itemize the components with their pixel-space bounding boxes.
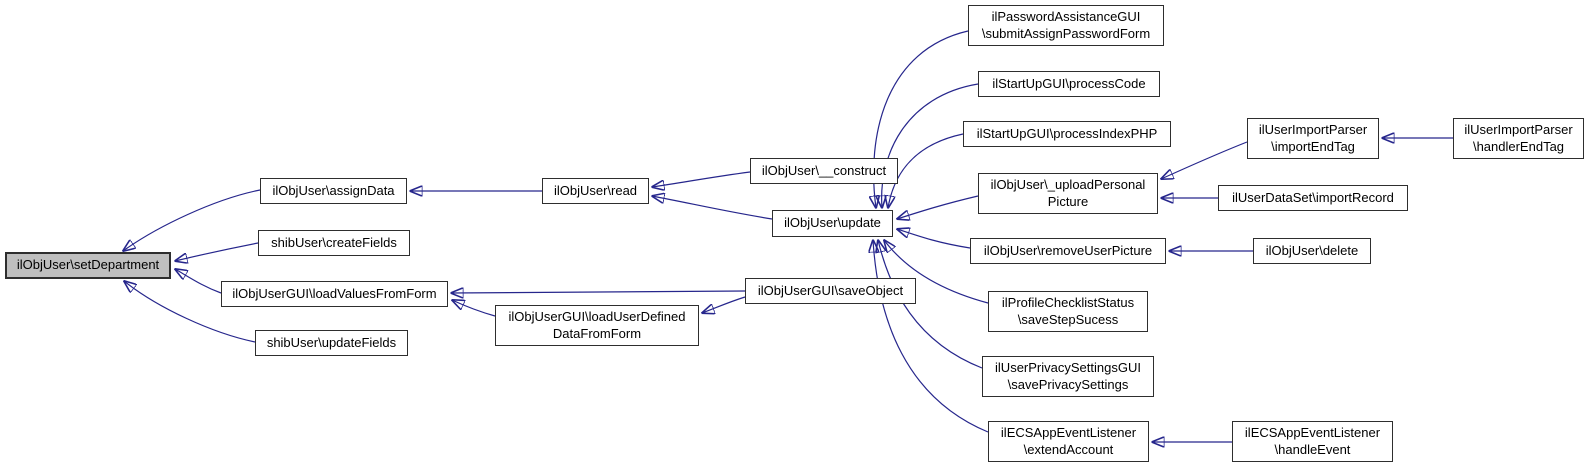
node-ilobjusergui-loadvaluesfromform[interactable]: ilObjUserGUI\loadValuesFromForm [221,281,448,307]
node-ilobjusergui-saveobject[interactable]: ilObjUserGUI\saveObject [745,278,916,304]
edge-savestepsucess-to-update [884,240,989,304]
node-ilobjuser-update[interactable]: ilObjUser\update [772,210,893,237]
node-ilecsappeventlistener-extendaccount[interactable]: ilECSAppEventListener \extendAccount [988,421,1149,462]
edge-extendaccount-to-update [873,240,989,433]
edge-update-to-read [652,196,773,220]
node-iluserimportparser-handlerendtag[interactable]: ilUserImportParser \handlerEndTag [1453,118,1584,159]
node-ilobjuser-read[interactable]: ilObjUser\read [542,178,649,204]
node-iluserdataset-importrecord[interactable]: ilUserDataSet\importRecord [1218,185,1408,211]
edge-removeuserpicture-to-update [897,229,971,249]
edge-updatefields-to-setdepartment [124,281,256,343]
node-ilobjuser-construct[interactable]: ilObjUser\__construct [750,158,898,184]
edge-uploadpersonalpicture-to-update [897,195,979,219]
node-iluserprivacysettingsgui-saveprivacysettings[interactable]: ilUserPrivacySettingsGUI \savePrivacySet… [982,356,1154,397]
edge-saveobject-to-loadvaluesfromform [451,291,746,293]
edge-saveobject-to-loaduserdefined [702,296,746,313]
node-ilecsappeventlistener-handleevent[interactable]: ilECSAppEventListener \handleEvent [1232,421,1393,462]
node-ilpasswordassistancegui-submitassignpasswordform[interactable]: ilPasswordAssistanceGUI \submitAssignPas… [968,5,1164,46]
node-ilstartupgui-processindexphp[interactable]: ilStartUpGUI\processIndexPHP [963,121,1171,147]
edge-assigndata-to-setdepartment [123,189,261,251]
node-ilstartupgui-processcode[interactable]: ilStartUpGUI\processCode [978,71,1160,97]
node-ilobjuser-assigndata[interactable]: ilObjUser\assignData [260,178,407,204]
node-ilobjuser-setdepartment: ilObjUser\setDepartment [5,252,171,279]
node-ilobjuser-uploadpersonalpicture[interactable]: ilObjUser\_uploadPersonal Picture [978,173,1158,214]
node-ilprofilecheckliststatus-savestepsucess[interactable]: ilProfileChecklistStatus \saveStepSucess [988,291,1148,332]
node-iluserimportparser-importendtag[interactable]: ilUserImportParser \importEndTag [1247,118,1379,159]
edge-construct-to-read [652,171,751,187]
edge-createfields-to-setdepartment [175,242,259,261]
edge-saveprivacysettings-to-update [878,240,983,369]
edge-loadvaluesfromform-to-setdepartment [175,269,222,294]
edge-loaduserdefined-to-loadvaluesfromform [452,300,496,317]
node-ilobjuser-delete[interactable]: ilObjUser\delete [1253,238,1371,264]
node-shibuser-updatefields[interactable]: shibUser\updateFields [255,330,408,356]
edge-importendtag-to-uploadpersonalpicture [1161,141,1248,179]
edge-processindexphp-to-update [888,133,964,208]
node-shibuser-createfields[interactable]: shibUser\createFields [258,230,410,256]
edge-processcode-to-update [882,83,979,208]
node-ilobjuser-removeuserpicture[interactable]: ilObjUser\removeUserPicture [970,238,1166,264]
node-ilobjusergui-loaduserdefineddatafromform[interactable]: ilObjUserGUI\loadUserDefined DataFromFor… [495,305,699,346]
